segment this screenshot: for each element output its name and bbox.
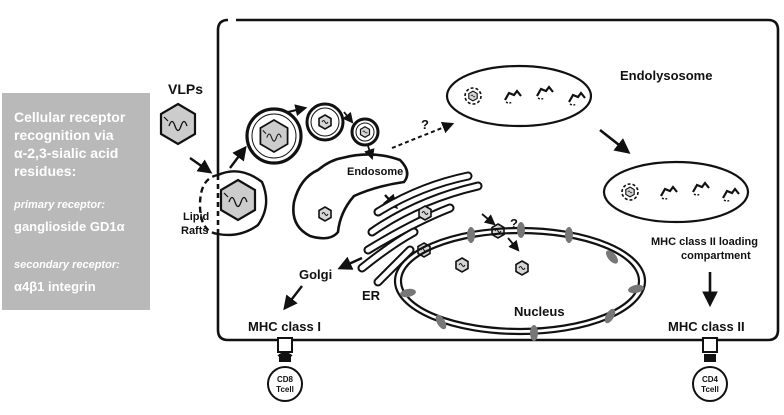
legend-heading-1: Cellular receptor — [14, 109, 126, 125]
er-label: ER — [362, 288, 381, 303]
mhc-loading-label-1: MHC class II loading — [651, 236, 758, 248]
legend-heading-4: residues: — [14, 163, 77, 179]
vlps-label: VLPs — [168, 81, 203, 97]
cd8-tcell — [267, 366, 303, 402]
vesicle-medium-inner — [310, 107, 340, 137]
cd4-receptor — [702, 337, 718, 362]
vesicle-small-inner — [355, 122, 375, 142]
vlp-particle-outside — [159, 102, 197, 146]
cell-membrane — [216, 18, 780, 342]
vlp-near-er — [491, 223, 505, 239]
mhc-loading-label-2: compartment — [681, 250, 751, 262]
arrow-vlp-to-raft — [189, 157, 213, 174]
receptor-legend-box — [2, 93, 150, 310]
secondary-receptor-value: α4β1 integrin — [14, 279, 96, 294]
lipid-label-2: Rafts — [181, 225, 209, 237]
arrow-golgi-to-mhc-i — [283, 285, 303, 311]
early-vesicle-large — [245, 107, 303, 165]
nuclear-pores — [400, 222, 644, 341]
lipid-label-1: Lipid — [183, 211, 209, 223]
vlp-in-nucleus — [515, 260, 529, 276]
vlp-particle-raft — [219, 178, 257, 222]
early-vesicle-large-inner — [251, 113, 297, 159]
endolysosome-fragments — [464, 85, 587, 107]
arrow-vesicle-1-2 — [287, 104, 308, 117]
vlp-in-vesicle-small — [359, 126, 371, 138]
arrow-to-golgi-label — [337, 256, 363, 270]
mhc-class-ii-label: MHC class II — [668, 319, 745, 334]
arrow-endolysosome-to-loading — [599, 128, 631, 154]
raft-vesicle-arc — [217, 170, 268, 237]
golgi-stack-1-fill — [375, 173, 471, 215]
vlp-in-vesicle-medium — [318, 114, 332, 130]
vlp-in-golgi-1 — [418, 205, 432, 221]
golgi-stack-2-fill — [369, 183, 481, 235]
cd8-tcell-label: Tcell — [276, 385, 294, 394]
endosome — [292, 153, 409, 240]
vesicle-small — [350, 117, 380, 147]
primary-receptor-value: ganglioside GD1α — [14, 219, 125, 234]
endolysosome — [445, 64, 593, 128]
arrow-to-endolysosome-dashed — [391, 121, 455, 149]
cd8-label: CD8 — [277, 375, 294, 384]
legend-heading-3: α-2,3-sialic acid — [14, 145, 119, 161]
mhc-loading-compartment — [602, 160, 750, 224]
arrow-vesicle-to-endosome — [364, 145, 375, 161]
golgi-stack-3-fill — [365, 205, 453, 253]
endosome-label: Endosome — [347, 166, 403, 178]
cd4-tcell — [692, 366, 728, 402]
endolysosome-label: Endolysosome — [620, 68, 712, 83]
golgi-label: Golgi — [299, 267, 332, 282]
er-stack-2-fill — [375, 247, 413, 285]
vlp-in-vesicle-large — [259, 119, 289, 153]
cd8-receptor — [277, 337, 293, 362]
nucleus-label: Nucleus — [514, 304, 565, 319]
loading-compartment-fragments — [621, 181, 741, 203]
cd4-label: CD4 — [702, 375, 719, 384]
arrow-raft-to-vesicle — [229, 145, 247, 169]
vlp-near-nucleus-1 — [455, 257, 469, 273]
mhc-class-i-label: MHC class I — [248, 319, 321, 334]
arrow-to-nucleus — [507, 237, 520, 252]
question-mark-1: ? — [421, 117, 429, 132]
secondary-receptor-label: secondary receptor: — [14, 259, 120, 271]
arrow-golgi-to-vlp — [481, 213, 496, 226]
cd4-tcell-label: Tcell — [701, 385, 719, 394]
primary-receptor-label: primary receptor: — [14, 199, 106, 211]
vlp-in-endosome — [318, 206, 332, 222]
legend-heading-2: recognition via — [14, 127, 114, 143]
er-stack-1-fill — [359, 229, 417, 271]
question-mark-2: ? — [510, 216, 518, 231]
arrow-vesicle-2-3 — [342, 111, 354, 124]
